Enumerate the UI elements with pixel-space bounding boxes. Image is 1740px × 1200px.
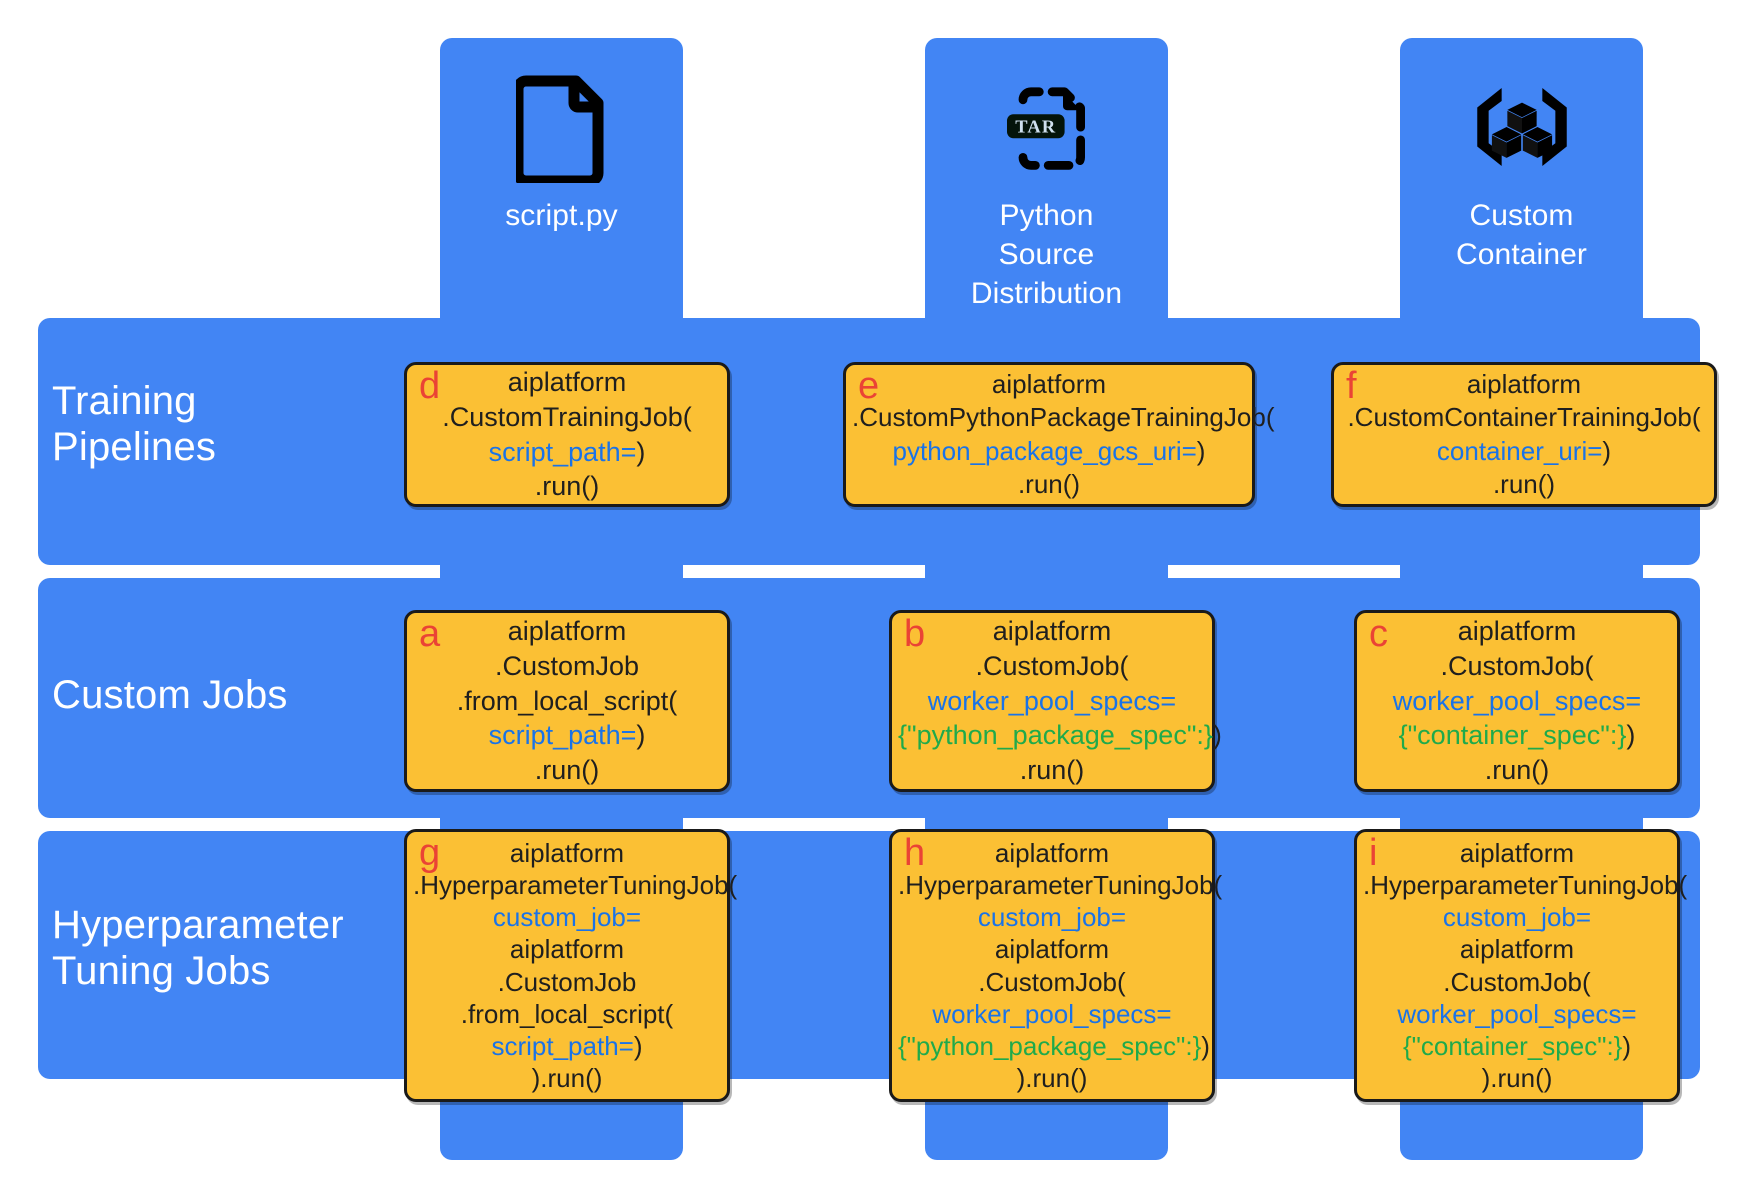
card-letter-g: g (419, 832, 441, 874)
card-letter-a: a (419, 613, 441, 655)
column-label-script: script.py (505, 199, 618, 232)
card-code-e: aiplatform.CustomPythonPackageTrainingJo… (852, 368, 1275, 499)
card-letter-b: b (904, 613, 926, 655)
card-letter-c: c (1369, 613, 1388, 655)
column-header-script: script.py (440, 68, 683, 235)
card-letter-e: e (858, 365, 880, 407)
card-code-i: aiplatform.HyperparameterTuningJob(custo… (1363, 838, 1688, 1093)
card-f[interactable]: f aiplatform.CustomContainerTrainingJob(… (1331, 362, 1717, 507)
card-b[interactable]: b aiplatform.CustomJob(worker_pool_specs… (889, 610, 1222, 792)
tar-file-icon: TAR (999, 68, 1095, 186)
card-e[interactable]: e aiplatform.CustomPythonPackageTraining… (843, 362, 1275, 507)
card-code-c: aiplatform.CustomJob(worker_pool_specs={… (1392, 616, 1642, 786)
card-code-h: aiplatform.HyperparameterTuningJob(custo… (898, 838, 1223, 1093)
card-code-b: aiplatform.CustomJob(worker_pool_specs={… (898, 616, 1222, 786)
row-label-custom-jobs: Custom Jobs (52, 673, 288, 717)
card-a[interactable]: a aiplatform.CustomJob.from_local_script… (404, 610, 730, 792)
card-code-d: aiplatform.CustomTrainingJob(script_path… (442, 367, 692, 502)
card-letter-h: h (904, 832, 926, 874)
card-g[interactable]: g aiplatform.HyperparameterTuningJob(cus… (404, 829, 738, 1102)
card-i[interactable]: i aiplatform.HyperparameterTuningJob(cus… (1354, 829, 1688, 1102)
card-letter-f: f (1346, 365, 1357, 407)
card-letter-i: i (1369, 832, 1378, 874)
card-d[interactable]: d aiplatform.CustomTrainingJob(script_pa… (404, 362, 730, 507)
svg-text:TAR: TAR (1015, 117, 1056, 137)
card-c[interactable]: c aiplatform.CustomJob(worker_pool_specs… (1354, 610, 1680, 792)
file-document-icon (514, 68, 610, 186)
card-letter-d: d (419, 365, 441, 407)
card-code-a: aiplatform.CustomJob.from_local_script(s… (456, 616, 678, 786)
custom-container-icon (1474, 68, 1570, 186)
card-h[interactable]: h aiplatform.HyperparameterTuningJob(cus… (889, 829, 1223, 1102)
card-code-f: aiplatform.CustomContainerTrainingJob(co… (1347, 368, 1701, 499)
card-code-g: aiplatform.HyperparameterTuningJob(custo… (413, 838, 738, 1093)
